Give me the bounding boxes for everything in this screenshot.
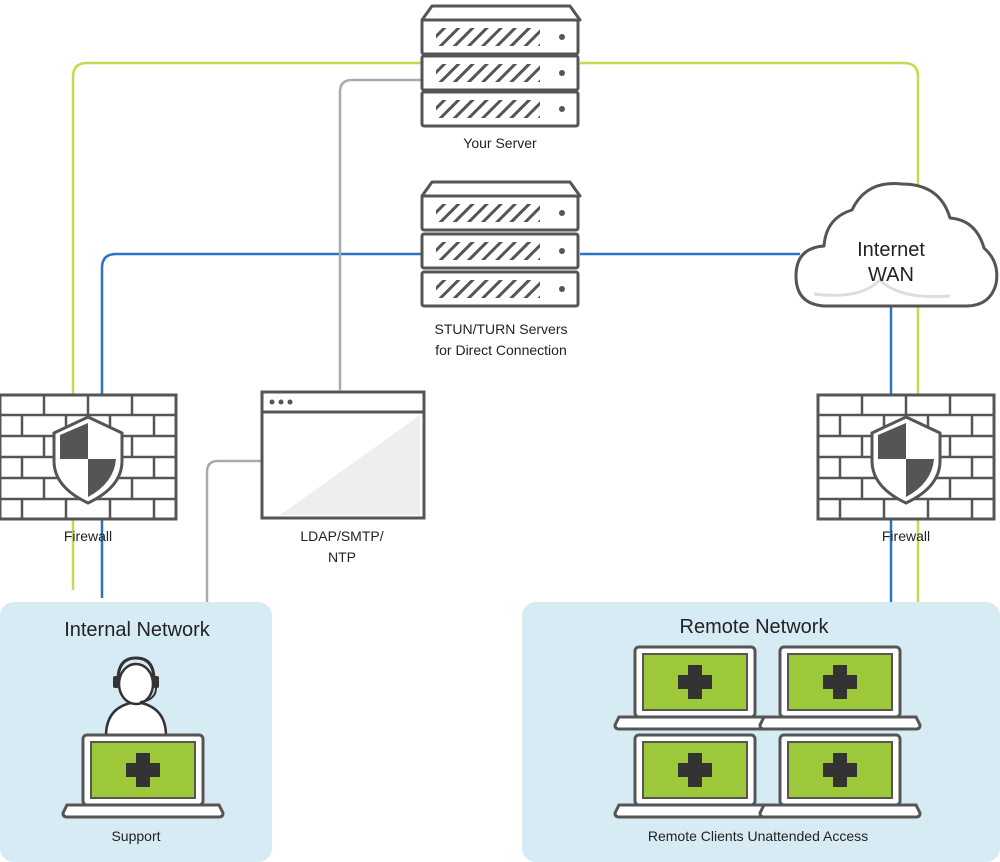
- stun-turn-label-line2: for Direct Connection: [435, 342, 567, 358]
- firewall-right-icon: [816, 393, 996, 521]
- firewall-left-label: Firewall: [64, 528, 112, 544]
- gray-link-internal: [205, 459, 262, 603]
- remote-laptop-icon: [758, 733, 922, 819]
- remote-laptop-icon: [758, 645, 922, 731]
- internet-wan-label-line1: Internet: [857, 239, 925, 261]
- support-laptop-icon: [61, 733, 225, 819]
- stun-turn-server-stack: [420, 180, 582, 308]
- support-label: Support: [111, 828, 160, 844]
- remote-laptop-icon: [613, 733, 777, 819]
- remote-network-panel: [522, 602, 1000, 862]
- your-server-stack: [420, 4, 582, 128]
- ldap-smtp-ntp-window-icon: [260, 390, 426, 520]
- remote-network-title: Remote Network: [680, 616, 830, 638]
- firewall-left-icon: [0, 393, 178, 521]
- firewall-right-label: Firewall: [882, 528, 930, 544]
- internet-cloud-icon: [794, 182, 999, 308]
- ldap-smtp-ntp-label-line2: NTP: [328, 549, 356, 565]
- internet-wan-label-line2: WAN: [868, 264, 914, 286]
- green-link-right: [580, 61, 920, 603]
- remote-laptop-icon: [613, 645, 777, 731]
- stun-turn-label-line1: STUN/TURN Servers: [434, 321, 567, 337]
- ldap-smtp-ntp-label-line1: LDAP/SMTP/: [300, 528, 383, 544]
- your-server-label: Your Server: [463, 135, 537, 151]
- support-person-icon: [104, 656, 168, 738]
- blue-link-left: [100, 252, 422, 598]
- internal-network-title: Internal Network: [64, 619, 211, 641]
- gray-link-server: [338, 78, 422, 390]
- green-link-left: [71, 61, 422, 590]
- remote-clients-label: Remote Clients Unattended Access: [648, 828, 868, 844]
